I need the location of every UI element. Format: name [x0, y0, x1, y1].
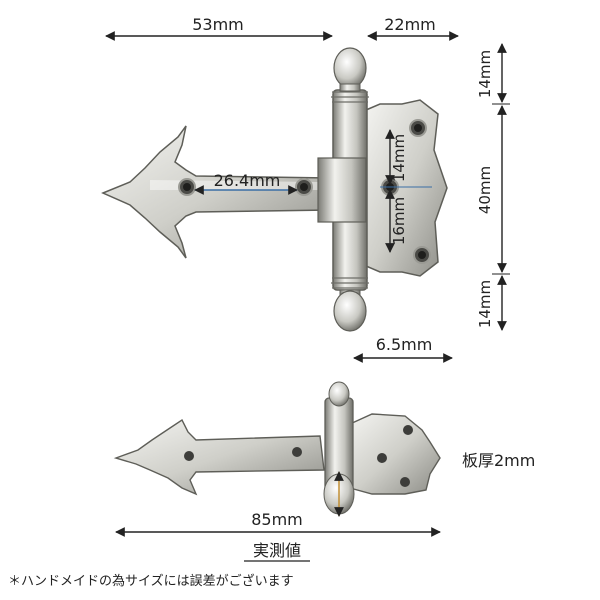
dim-wing-width: 22mm	[384, 15, 436, 34]
dim-total-length: 85mm	[251, 510, 303, 529]
dim-top-width: 53mm	[192, 15, 244, 34]
finial-bottom	[333, 290, 367, 332]
dim-knuckle-diameter: 6.5mm	[376, 335, 433, 354]
wing-plate	[365, 99, 448, 277]
dim-bottom-knuckle: 14mm	[476, 280, 494, 328]
dim-top-knuckle: 14mm	[476, 50, 494, 98]
side-strap-hole-2	[292, 447, 302, 457]
side-wing-plate	[349, 413, 441, 495]
dim-leaf-height: 40mm	[476, 166, 494, 214]
finial-top	[333, 47, 367, 89]
footnote-handmade-disclaimer: ＊ハンドメイドの為サイズには誤差がございます	[8, 573, 294, 589]
hinge-side-view	[113, 381, 441, 517]
dim-plate-thickness: 板厚2mm	[462, 451, 535, 470]
side-strap-hole-1	[184, 451, 194, 461]
caption-measured-values: 実測値	[253, 541, 301, 560]
dim-hole-offset-bottom: 16mm	[390, 197, 408, 245]
side-strap-leaf	[113, 418, 325, 496]
dim-hole-offset-top: 14mm	[390, 134, 408, 182]
strap-leaf	[101, 125, 331, 259]
dim-hole-spacing: 26.4mm	[214, 171, 281, 190]
